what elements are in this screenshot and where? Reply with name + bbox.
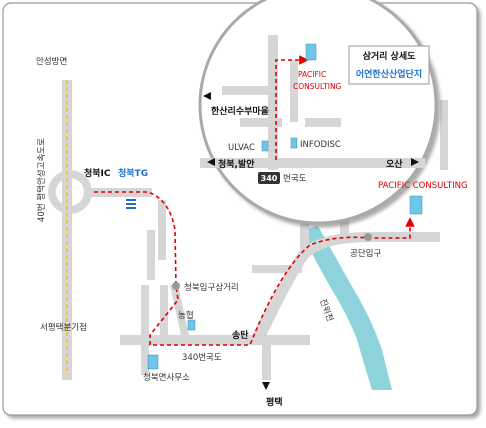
inset-pacific-2: CONSULTING	[293, 82, 342, 91]
label-pacific: PACIFIC CONSULTING	[378, 181, 468, 191]
inset-title-2: 어연한산산업단지	[356, 68, 422, 80]
arrow-down-icon	[262, 382, 270, 390]
label-ulvac: ULVAC	[228, 143, 255, 153]
arrow-left-icon	[203, 92, 211, 100]
label-samgeori: 청북입구삼거리	[184, 282, 239, 293]
route-shield: 340	[261, 174, 278, 183]
label-gongdan: 공단입구	[350, 248, 381, 259]
label-expressway: 40번 평택안성고속도로	[36, 138, 47, 222]
inset-detail: 삼거리 상세도 어연한산산업단지 PACIFIC CONSULTING 한산리수…	[198, 0, 438, 225]
label-seopyeongtaek: 서평택분기점	[40, 322, 87, 333]
inset-pacific-1: PACIFIC	[298, 70, 326, 79]
label-hansan: 한산리수부마을	[211, 105, 269, 117]
label-cheongbuk-tg: 청북TG	[118, 167, 148, 179]
label-nonghyup: 농협	[178, 310, 194, 321]
label-osan: 오산	[386, 158, 403, 170]
label-songtan: 송탄	[232, 329, 249, 341]
inset-title-1: 삼거리 상세도	[363, 50, 417, 62]
label-infodisc: INFODISC	[300, 140, 341, 150]
river	[300, 226, 392, 390]
label-office: 청북면사무소	[143, 372, 190, 383]
route-suffix: 번국도	[283, 174, 307, 184]
route-path	[94, 191, 415, 346]
label-route340: 340번국도	[182, 353, 222, 363]
label-cheongbuk-ic: 청북IC	[84, 167, 111, 179]
label-ansung: 안성방면	[36, 56, 67, 67]
label-cheongbuk-balan: 청북,발안	[218, 158, 255, 170]
label-pyeongtaek: 평택	[266, 396, 283, 408]
